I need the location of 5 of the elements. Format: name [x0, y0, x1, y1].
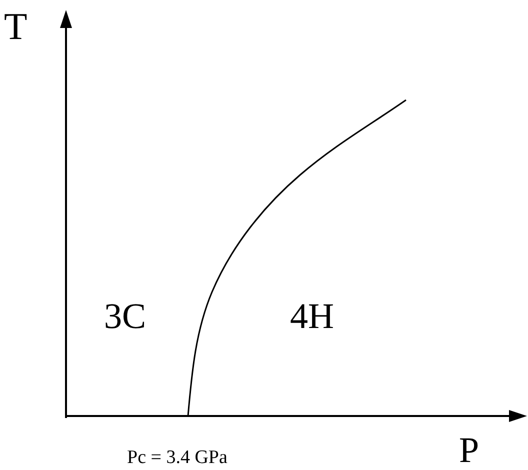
- region-label: 3C: [104, 298, 146, 334]
- region-label: 4H: [290, 298, 334, 334]
- axis-label: T: [4, 8, 28, 46]
- axis-label: P: [459, 432, 480, 468]
- critical-pressure-label: Pc = 3.4 GPa: [127, 448, 228, 467]
